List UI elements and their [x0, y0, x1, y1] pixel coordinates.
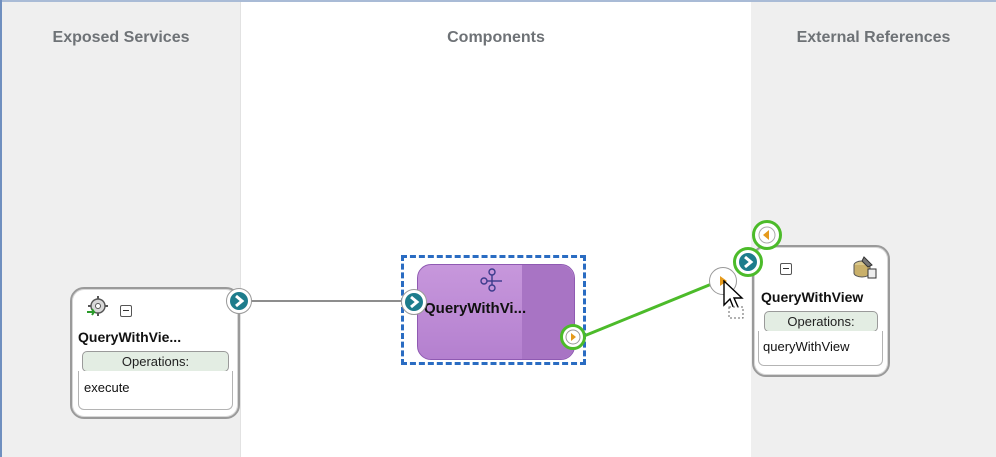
reference-operations-list: queryWithView [758, 331, 883, 366]
component-selection-box [401, 255, 586, 365]
mediator-icon [480, 268, 502, 292]
reference-collapse-button[interactable] [780, 263, 792, 275]
reference-card[interactable]: QueryWithView Operations: queryWithView [752, 245, 890, 377]
gear-service-icon [87, 296, 108, 316]
service-operation-execute[interactable]: execute [84, 380, 130, 395]
service-collapse-button[interactable] [120, 305, 132, 317]
mouse-cursor-icon [723, 280, 744, 319]
component-title: QueryWithVi... [424, 300, 527, 317]
service-title: QueryWithVie... [78, 329, 182, 345]
component-input-pin[interactable] [401, 289, 427, 315]
reference-operations-header: Operations: [764, 311, 878, 332]
components-heading: Components [447, 29, 545, 46]
service-operations-header: Operations: [82, 351, 229, 372]
canvas-top-border [0, 0, 996, 2]
service-arrow-icon [230, 292, 248, 310]
reference-arrow-icon [565, 329, 581, 345]
service-operations-list: execute [78, 371, 233, 410]
database-adapter-icon [853, 256, 877, 279]
service-card[interactable]: QueryWithVie... Operations: execute [70, 287, 240, 419]
reference-operation-querywithview[interactable]: queryWithView [763, 339, 850, 354]
reference-callback-pin[interactable] [752, 220, 782, 250]
exposed-services-heading: Exposed Services [52, 29, 190, 46]
reference-title: QueryWithView [761, 289, 864, 305]
service-output-pin[interactable] [226, 288, 252, 314]
reference-service-pin[interactable] [733, 247, 763, 277]
component-input-arrow-icon [405, 293, 423, 311]
components-lane[interactable]: Components [240, 2, 752, 457]
service-arrow-icon [739, 253, 757, 271]
component-reference-pin[interactable] [560, 324, 586, 350]
canvas-left-border [0, 0, 2, 457]
external-references-heading: External References [796, 29, 951, 46]
callback-arrow-icon [758, 226, 776, 244]
external-references-lane[interactable]: External References [751, 2, 996, 457]
